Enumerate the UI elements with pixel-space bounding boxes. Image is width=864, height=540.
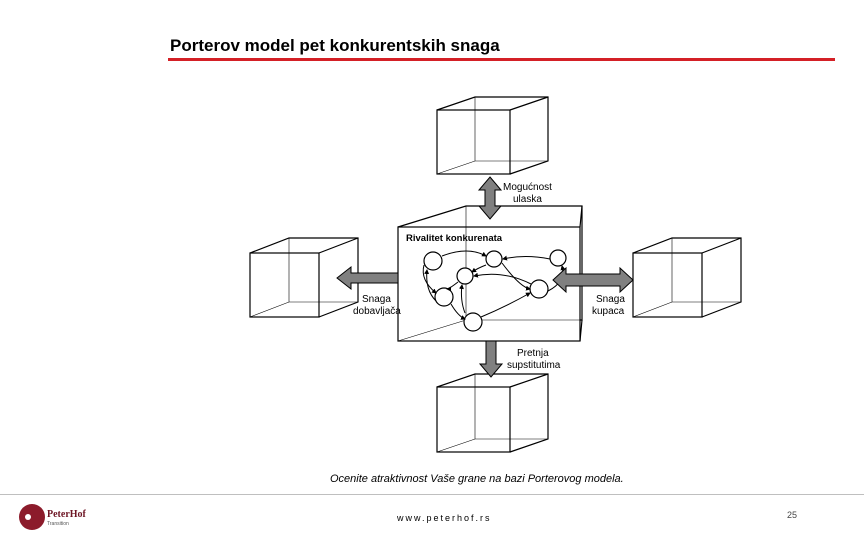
- arrow-buyers: [552, 266, 634, 294]
- arrow-suppliers: [336, 265, 399, 291]
- label-entry-1: Mogućnost: [503, 182, 552, 193]
- box-buyers: [632, 237, 742, 318]
- footer-divider: [0, 494, 864, 495]
- title-underline: [168, 58, 835, 61]
- label-suppliers-2: dobavljača: [353, 306, 401, 317]
- center-label: Rivalitet konkurenata: [406, 233, 503, 244]
- label-substitutes-1: Pretnja: [517, 348, 549, 359]
- caption-text: Ocenite atraktivnost Vaše grane na bazi …: [330, 473, 624, 485]
- logo-mark-icon: [19, 504, 45, 530]
- page-number: 25: [787, 510, 798, 520]
- logo-name: PeterHof: [47, 509, 87, 520]
- box-suppliers: [249, 237, 359, 318]
- arrow-substitutes: [478, 340, 504, 378]
- box-substitutes: [436, 373, 549, 453]
- box-rivalry: [397, 205, 583, 342]
- peterhof-logo: PeterHof Transition: [19, 504, 87, 530]
- rivalry-network: [423, 249, 567, 332]
- label-entry-2: ulaska: [513, 194, 542, 205]
- box-entrants: [436, 96, 549, 175]
- label-substitutes-2: supstitutima: [507, 360, 561, 371]
- arrow-entry: [477, 176, 503, 220]
- label-suppliers-1: Snaga: [362, 294, 391, 305]
- label-buyers-1: Snaga: [596, 294, 625, 305]
- page-title: Porterov model pet konkurentskih snaga: [170, 36, 500, 55]
- logo-sub: Transition: [47, 521, 69, 527]
- website-url[interactable]: www.peterhof.rs: [397, 513, 492, 523]
- label-buyers-2: kupaca: [592, 306, 625, 317]
- rivalry-arrows: [422, 250, 566, 320]
